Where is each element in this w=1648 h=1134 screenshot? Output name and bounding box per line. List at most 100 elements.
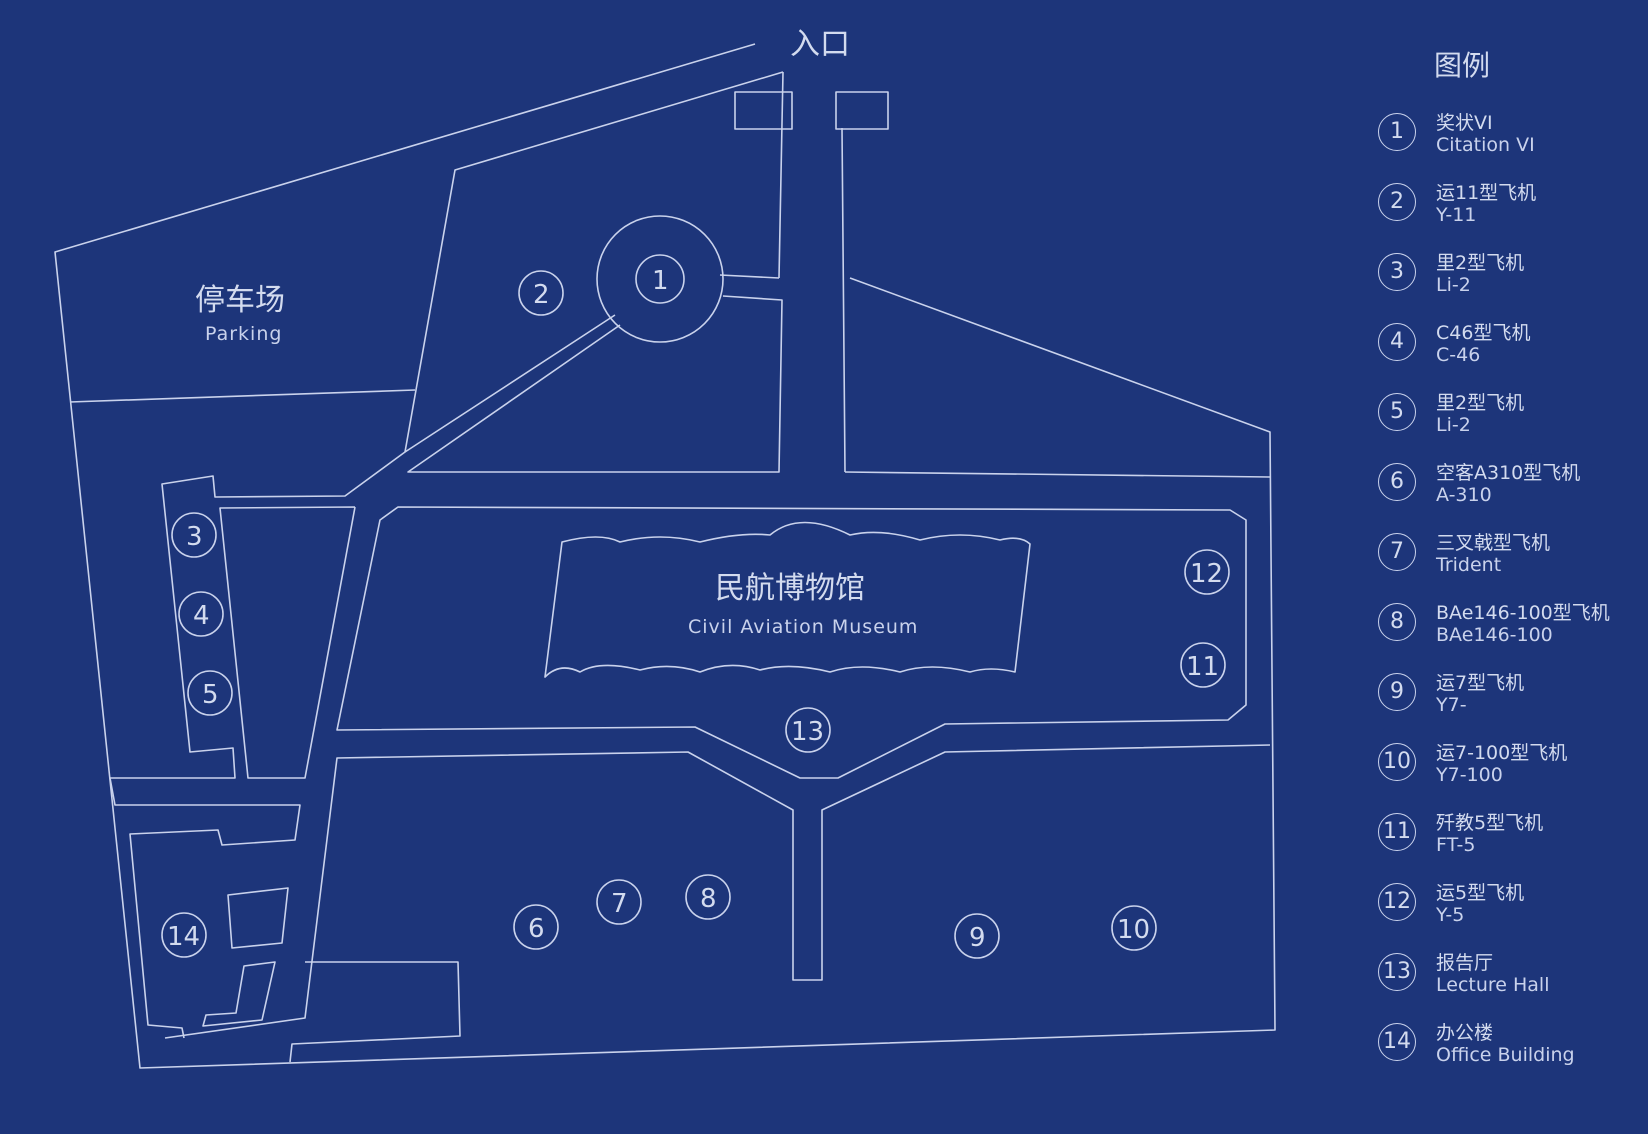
- museum-building: [544, 521, 1031, 678]
- legend-label-cn: 奖状VI: [1436, 112, 1493, 134]
- svg-text:8: 8: [700, 884, 717, 914]
- legend-label-cn: 运7-100型飞机: [1436, 742, 1568, 764]
- svg-text:13: 13: [791, 717, 824, 747]
- legend-number: 11: [1378, 813, 1416, 851]
- marker-12[interactable]: 12: [1184, 549, 1230, 595]
- gate-booth-left: [734, 91, 793, 130]
- marker-5[interactable]: 5: [187, 670, 233, 716]
- south-block: [289, 961, 461, 1063]
- marker-11[interactable]: 11: [1180, 642, 1226, 688]
- svg-text:6: 6: [528, 914, 545, 944]
- gate-booth-right: [835, 91, 889, 130]
- legend-number: 4: [1378, 323, 1416, 361]
- legend-label-en: Y7-100: [1436, 764, 1503, 786]
- svg-text:14: 14: [167, 922, 200, 952]
- svg-text:12: 12: [1190, 559, 1223, 589]
- parking-boundary: [69, 389, 416, 403]
- legend-number: 10: [1378, 743, 1416, 781]
- legend-label-en: FT-5: [1436, 834, 1476, 856]
- svg-text:11: 11: [1186, 652, 1219, 682]
- legend-label-cn: C46型飞机: [1436, 322, 1531, 344]
- left-block: [219, 506, 356, 779]
- legend-number: 1: [1378, 113, 1416, 151]
- marker-9[interactable]: 9: [954, 913, 1000, 959]
- legend-label-cn: 运7型飞机: [1436, 672, 1525, 694]
- marker-1[interactable]: 1: [635, 254, 685, 304]
- site-map: 入口 停车场 Parking 民航博物馆 Civil Aviation Muse…: [54, 27, 1276, 1069]
- legend-label-en: A-310: [1436, 484, 1492, 506]
- lower-road: [164, 744, 1271, 1039]
- legend-label-en: C-46: [1436, 344, 1481, 366]
- marker-3[interactable]: 3: [171, 512, 217, 558]
- office-annex: [227, 887, 289, 949]
- roundabout: [596, 215, 724, 343]
- parking-label-en: Parking: [205, 323, 282, 345]
- legend-label-en: Li-2: [1436, 274, 1471, 296]
- svg-text:1: 1: [652, 266, 669, 296]
- legend-label-cn: 报告厅: [1436, 952, 1494, 974]
- svg-text:2: 2: [533, 280, 550, 310]
- svg-text:4: 4: [193, 601, 210, 631]
- office-compound: [109, 777, 301, 1039]
- legend-number: 5: [1378, 393, 1416, 431]
- marker-2[interactable]: 2: [518, 270, 564, 316]
- entrance-road: [778, 71, 846, 473]
- legend-label-cn: 运11型飞机: [1436, 182, 1537, 204]
- legend-label-cn: 运5型飞机: [1436, 882, 1525, 904]
- legend-label-en: Citation VI: [1436, 134, 1535, 156]
- legend-label-en: Li-2: [1436, 414, 1471, 436]
- legend-number: 14: [1378, 1023, 1416, 1061]
- legend-label-en: Y-11: [1436, 204, 1477, 226]
- marker-7[interactable]: 7: [596, 879, 642, 925]
- museum-block: [336, 506, 1247, 779]
- marker-10[interactable]: 10: [1111, 905, 1157, 951]
- svg-text:10: 10: [1117, 915, 1150, 945]
- legend-label-cn: 里2型飞机: [1436, 392, 1525, 414]
- upper-block: [404, 71, 784, 453]
- legend-label-cn: 里2型飞机: [1436, 252, 1525, 274]
- marker-14[interactable]: 14: [161, 912, 207, 958]
- legend-number: 6: [1378, 463, 1416, 501]
- marker-4[interactable]: 4: [178, 591, 224, 637]
- legend-number: 8: [1378, 603, 1416, 641]
- legend-number: 13: [1378, 953, 1416, 991]
- marker-8[interactable]: 8: [685, 874, 731, 920]
- legend-number: 9: [1378, 673, 1416, 711]
- svg-text:5: 5: [202, 680, 219, 710]
- roundabout-roads: [407, 274, 783, 473]
- legend-label-cn: 歼教5型飞机: [1436, 812, 1544, 834]
- legend-label-cn: 办公楼: [1436, 1022, 1494, 1044]
- legend-number: 12: [1378, 883, 1416, 921]
- legend-label-en: Trident: [1436, 554, 1502, 576]
- marker-13[interactable]: 13: [785, 707, 831, 753]
- legend-title: 图例: [1434, 49, 1491, 82]
- svg-text:7: 7: [611, 889, 628, 919]
- site-boundary: [54, 43, 1276, 1069]
- legend-number: 2: [1378, 183, 1416, 221]
- parking-label-cn: 停车场: [195, 283, 285, 318]
- legend-number: 3: [1378, 253, 1416, 291]
- legend-label-cn: 空客A310型飞机: [1436, 462, 1581, 484]
- marker-6[interactable]: 6: [513, 904, 559, 950]
- road-right-upper: [844, 471, 1271, 478]
- legend-label-en: Y7-: [1436, 694, 1467, 716]
- legend-label-en: BAe146-100: [1436, 624, 1553, 646]
- legend-label-cn: 三叉戟型飞机: [1436, 532, 1551, 554]
- svg-text:3: 3: [186, 522, 203, 552]
